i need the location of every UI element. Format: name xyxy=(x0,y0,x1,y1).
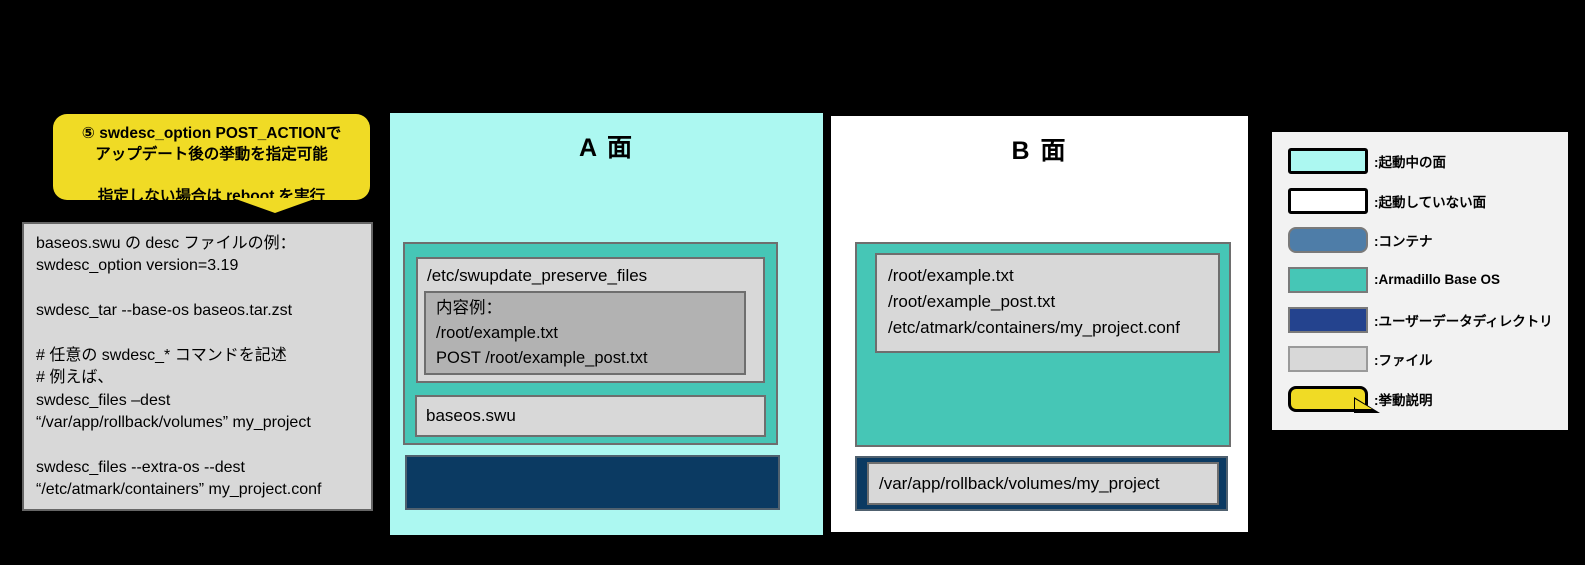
user-data-dir-box: /var/app/rollback/volumes/my_project xyxy=(867,462,1219,505)
legend-item-container: :コンテナ xyxy=(1288,227,1560,254)
armadillo-base-os-swatch xyxy=(1288,266,1368,293)
code-line: “/etc/atmark/containers” my_project.conf xyxy=(36,481,322,499)
content-line: /root/example.txt xyxy=(436,324,558,342)
legend-panel: :起動中の面 :起動していない面 :コンテナ :Armadillo Base O… xyxy=(1272,132,1568,430)
content-line: 内容例： xyxy=(436,299,502,317)
container-swatch xyxy=(1288,227,1368,254)
side-b-files-box: /root/example.txt /root/example_post.txt… xyxy=(875,253,1220,353)
preserve-files-path: /etc/swupdate_preserve_files xyxy=(427,266,648,285)
code-line: # 例えば、 xyxy=(36,369,114,387)
legend-label: :コンテナ xyxy=(1374,234,1433,250)
side-a-panel: A 面 /etc/swupdate_preserve_files 内容例： /r… xyxy=(390,113,823,535)
legend-item-user-data-directory: :ユーザーデータディレクトリ xyxy=(1288,306,1560,333)
side-b-title: B 面 xyxy=(1011,137,1068,165)
legend-label: :ファイル xyxy=(1374,353,1433,369)
user-data-directory-swatch xyxy=(1288,306,1368,333)
file-path-line: /root/example_post.txt xyxy=(888,292,1056,311)
file-path-line: /etc/atmark/containers/my_project.conf xyxy=(888,318,1180,337)
behavior-note-bubble-swatch xyxy=(1288,385,1380,413)
file-swatch xyxy=(1288,346,1368,373)
inactive-side-swatch xyxy=(1288,187,1368,214)
callout-tail xyxy=(233,198,317,213)
side-a-base-os-box: /etc/swupdate_preserve_files 内容例： /root/… xyxy=(403,242,778,445)
legend-label: :Armadillo Base OS xyxy=(1374,272,1501,288)
legend-label: :挙動説明 xyxy=(1374,392,1433,408)
code-line xyxy=(36,278,359,300)
legend-label: :起動中の面 xyxy=(1374,155,1446,170)
legend-label: :ユーザーデータディレクトリ xyxy=(1374,313,1553,329)
swu-file-label: baseos.swu xyxy=(426,406,516,425)
code-line: # 任意の swdesc_* コマンドを記述 xyxy=(36,347,287,364)
callout-line: アップデート後の挙動を指定可能 xyxy=(95,146,328,163)
legend-item-behavior-note: :挙動説明 xyxy=(1288,385,1560,413)
code-line: swdesc_files –dest xyxy=(36,391,171,409)
file-path-line: /root/example.txt xyxy=(888,266,1014,285)
legend-label: :起動していない面 xyxy=(1374,194,1487,210)
code-line: swdesc_option version=3.19 xyxy=(36,257,239,275)
code-line xyxy=(36,323,359,345)
side-b-base-os-box: /root/example.txt /root/example_post.txt… xyxy=(855,242,1231,447)
code-line xyxy=(36,435,359,457)
legend-item-inactive-side: :起動していない面 xyxy=(1288,187,1560,214)
side-b-panel: B 面 /root/example.txt /root/example_post… xyxy=(828,113,1251,535)
code-line: baseos.swu の desc ファイルの例： xyxy=(36,235,296,252)
legend-item-active-side: :起動中の面 xyxy=(1288,148,1560,174)
desc-file-example-box: baseos.swu の desc ファイルの例： swdesc_option … xyxy=(22,222,373,511)
code-line: “/var/app/rollback/volumes” my_project xyxy=(36,414,311,432)
baseos-swu-file-box: baseos.swu xyxy=(415,395,766,437)
side-b-user-data-box: /var/app/rollback/volumes/my_project xyxy=(855,456,1228,511)
side-a-title: A 面 xyxy=(578,134,635,162)
code-line: swdesc_files --extra-os --dest xyxy=(36,459,245,477)
code-line: swdesc_tar --base-os baseos.tar.zst xyxy=(36,302,293,320)
legend-item-file: :ファイル xyxy=(1288,346,1560,373)
callout-line: 指定しない場合は reboot を実行 xyxy=(97,188,326,205)
preserve-files-box: /etc/swupdate_preserve_files 内容例： /root/… xyxy=(416,257,765,383)
user-data-dir-path: /var/app/rollback/volumes/my_project xyxy=(879,474,1160,493)
content-line: POST /root/example_post.txt xyxy=(436,349,648,367)
legend-item-armadillo-base-os: :Armadillo Base OS xyxy=(1288,266,1560,293)
side-a-user-data-box xyxy=(405,455,780,510)
callout-line: ⑤ swdesc_option POST_ACTIONで xyxy=(81,125,342,142)
active-side-swatch xyxy=(1288,148,1368,174)
behavior-callout: ⑤ swdesc_option POST_ACTIONで アップデート後の挙動を… xyxy=(53,114,370,205)
preserve-files-content-box: 内容例： /root/example.txt POST /root/exampl… xyxy=(424,291,746,375)
callout-line xyxy=(53,165,370,186)
